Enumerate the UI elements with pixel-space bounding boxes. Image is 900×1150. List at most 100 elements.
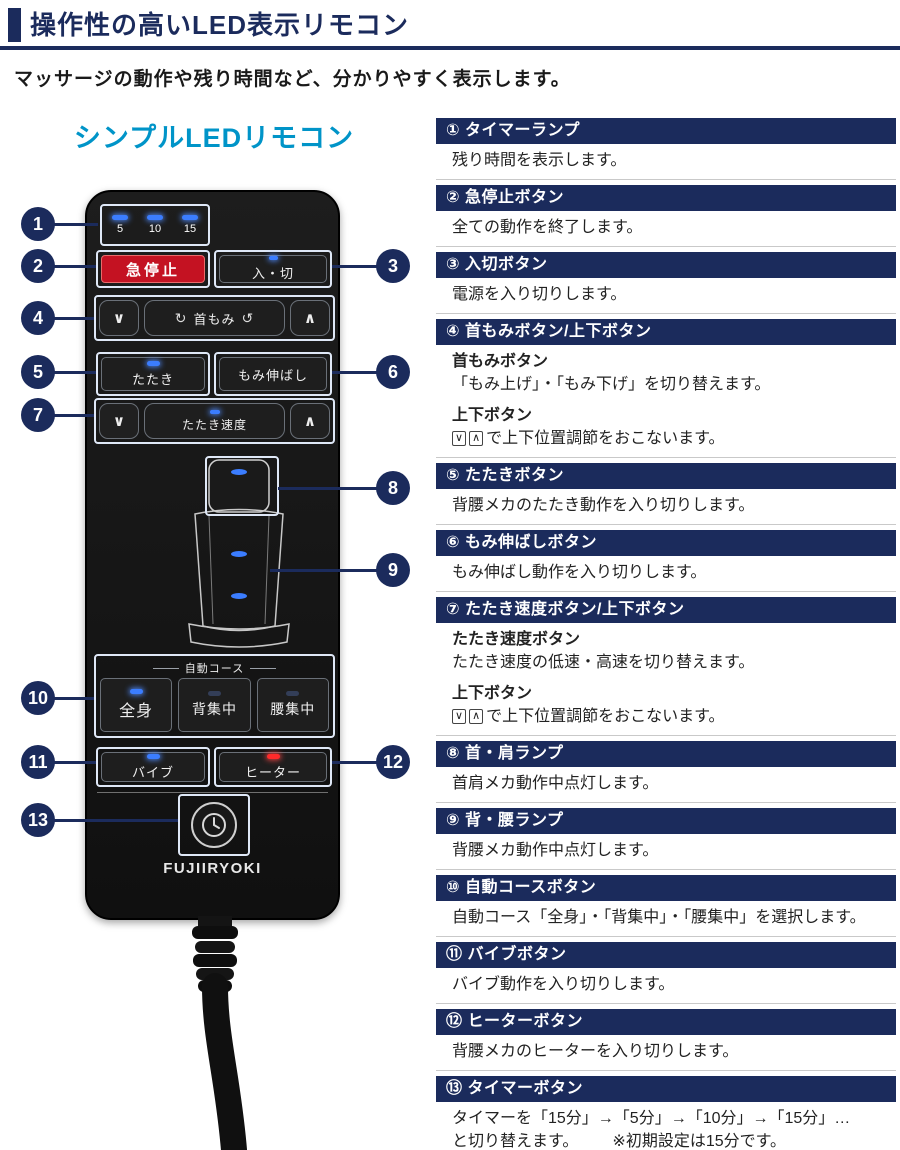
description-body-5: 背腰メカのたたき動作を入り切りします。 [436,489,896,525]
description-header-8: ⑧ 首・肩ランプ [436,741,896,767]
callout-line-4 [54,317,94,320]
callout-line-12 [332,761,377,764]
description-line: 背腰メカ動作中点灯します。 [452,842,659,859]
waist-focus-label: 腰集中 [270,701,316,717]
brand-logo: FUJIIRYOKI [163,860,262,877]
description-section-2: ② 急停止ボタン全ての動作を終了します。 [436,185,896,247]
callout-number-3: 3 [376,249,410,283]
description-header-6: ⑥ もみ伸ばしボタン [436,530,896,556]
back-focus-label: 背集中 [191,701,237,717]
callout-line-2 [54,265,96,268]
emergency-stop-button: 急停止 [101,255,205,283]
auto-course-panel: 自動コース 全身 背集中 腰集中 [94,654,335,738]
chevron-up-icon: ∧ [303,310,317,327]
note-text: ※初期設定は15分です。 [612,1133,787,1150]
callout-number-1: 1 [21,207,55,241]
callout-line-3 [332,265,377,268]
callout-number-7: 7 [21,398,55,432]
description-body-6: もみ伸ばし動作を入り切りします。 [436,556,896,592]
description-section-11: ⑪ バイブボタンバイブ動作を入り切りします。 [436,942,896,1004]
timer-label: 15 [183,223,197,235]
description-body-1: 残り時間を表示します。 [436,144,896,180]
callout-line-9 [270,569,377,572]
callout-number-10: 10 [21,681,55,715]
callout-number-6: 6 [376,355,410,389]
up-arrow-button: ∧ [290,300,330,336]
description-header-2: ② 急停止ボタン [436,185,896,211]
timer-lamp-10: 10 [147,215,163,235]
up-arrow-box-icon: ∧ [469,709,484,724]
auto-course-label: 自動コース [184,663,245,675]
description-section-7: ⑦ たたき速度ボタン/上下ボタンたたき速度ボタンたたき速度の低速・高速を切り替え… [436,597,896,736]
description-header-5: ⑤ たたきボタン [436,463,896,489]
full-body-button: 全身 [100,678,173,732]
description-body-3: 電源を入り切りします。 [436,278,896,314]
description-line: と切り替えます。※初期設定は15分です。 [452,1133,787,1150]
remote-section-title: シンプルLEDリモコン [73,123,355,153]
tap-speed-button: たたき速度 [144,403,285,439]
description-line: 全ての動作を終了します。 [452,219,643,236]
description-line: バイブ動作を入り切りします。 [452,976,675,993]
timer-lamp-15: 15 [182,215,198,235]
title-underline [0,46,900,50]
callout-number-9: 9 [376,553,410,587]
callout-number-5: 5 [21,355,55,389]
chair-back-line [264,515,270,625]
down-arrow-button: ∨ [99,403,139,439]
vibe-button: バイブ [101,752,205,782]
description-section-4: ④ 首もみボタン/上下ボタン首もみボタン「もみ上げ」・「もみ下げ」を切り替えます… [436,319,896,458]
description-header-7: ⑦ たたき速度ボタン/上下ボタン [436,597,896,623]
neck-shoulder-lamp-highlight [205,456,279,516]
rotate-cw-icon: ↻ [174,309,188,326]
description-body-12: 背腰メカのヒーターを入り切りします。 [436,1035,896,1071]
description-header-12: ⑫ ヒーターボタン [436,1009,896,1035]
callout-number-13: 13 [21,803,55,837]
full-body-led-icon [129,689,143,694]
sub-heading: 上下ボタン [452,407,533,424]
sub-heading: 首もみボタン [452,353,549,370]
callout-number-12: 12 [376,745,410,779]
chevron-up-icon: ∧ [303,413,317,430]
description-body-13: タイマーを「15分」→「5分」→「10分」→「15分」…と切り替えます。※初期設… [436,1102,896,1150]
timer-lamp-panel: 5 10 15 [100,204,210,246]
callout-number-8: 8 [376,471,410,505]
waist-focus-led-icon [286,691,300,696]
description-section-6: ⑥ もみ伸ばしボタンもみ伸ばし動作を入り切りします。 [436,530,896,592]
chair-headrest [208,459,270,513]
description-header-3: ③ 入切ボタン [436,252,896,278]
description-header-10: ⑩ 自動コースボタン [436,875,896,901]
callout-line-11 [54,761,96,764]
down-arrow-button: ∨ [99,300,139,336]
knead-stretch-label: もみ伸ばし [237,367,308,383]
description-section-5: ⑤ たたきボタン背腰メカのたたき動作を入り切りします。 [436,463,896,525]
page-title: 操作性の高いLED表示リモコン [30,10,410,40]
heater-led-icon [266,753,280,759]
up-arrow-button: ∧ [290,403,330,439]
chair-seat [188,623,290,648]
back-focus-led-icon [207,691,221,696]
description-line: 電源を入り切りします。 [452,286,627,303]
timer-lamp-5: 5 [112,215,128,235]
heater-highlight: ヒーター [214,747,332,787]
callout-line-6 [332,371,377,374]
down-arrow-box-icon: ∨ [452,709,467,724]
description-section-12: ⑫ ヒーターボタン背腰メカのヒーターを入り切りします。 [436,1009,896,1071]
vibe-led-icon [146,753,160,759]
back-focus-button: 背集中 [178,678,251,732]
chair-back-line [208,515,214,625]
tap-button-label: たたき [131,371,174,387]
callout-number-2: 2 [21,249,55,283]
panel-seam-line [97,792,328,793]
vibe-highlight: バイブ [96,747,210,787]
timer-led-icon [112,215,128,220]
description-line: 首肩メカ動作中点灯します。 [452,775,659,792]
timer-led-icon [182,215,198,220]
timer-label: 5 [116,223,124,235]
heater-label: ヒーター [244,764,301,780]
down-arrow-box-icon: ∨ [452,431,467,446]
power-button: 入・切 [219,255,327,283]
title-accent-bar [8,8,21,42]
callout-line-13 [54,819,178,822]
description-list: ① タイマーランプ残り時間を表示します。② 急停止ボタン全ての動作を終了します。… [436,118,896,1150]
